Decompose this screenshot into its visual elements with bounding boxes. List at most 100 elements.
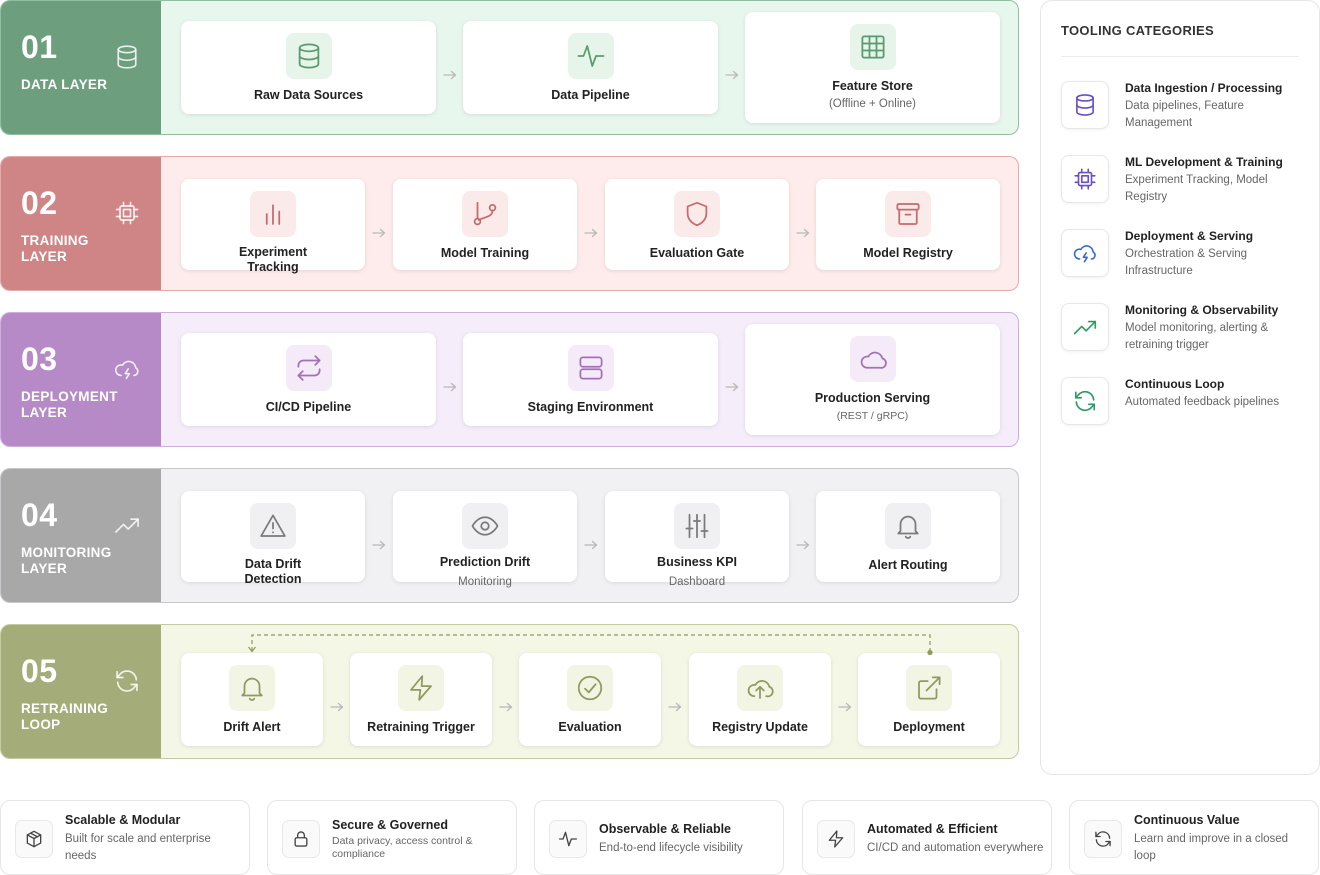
stage-card[interactable]: Data Pipeline (463, 21, 718, 114)
stage-card[interactable]: Production Serving (REST / gRPC) (745, 324, 1000, 435)
category-title: Monitoring & Observability (1125, 303, 1279, 317)
flow-arrow (498, 699, 513, 712)
trending-up-icon (113, 511, 141, 539)
flow-arrow (329, 699, 344, 712)
layer-name: TRAINING LAYER (21, 233, 89, 264)
category-title: Deployment & Serving (1125, 229, 1254, 243)
flow-arrow (795, 225, 810, 238)
refresh-icon (1084, 820, 1122, 858)
feature-description: Built for scale and enterprise needs (65, 833, 211, 862)
zap-icon (398, 665, 444, 711)
layer-name: MONITORING LAYER (21, 545, 112, 576)
feature-title: Observable & Reliable (599, 822, 732, 836)
flow-arrow (442, 379, 457, 392)
feature-title: Automated & Efficient (867, 822, 998, 836)
trending-up-icon (1061, 303, 1109, 351)
flow-arrow (724, 67, 739, 80)
layer-number: 03 (21, 341, 58, 377)
card-title: Experiment Tracking (238, 245, 308, 274)
stage-card[interactable]: Model Registry (816, 179, 1000, 270)
refresh-icon (1061, 377, 1109, 425)
zap-icon (817, 820, 855, 858)
flow-arrow (724, 379, 739, 392)
card-title: Production Serving (814, 391, 931, 405)
layer-body: Raw Data Sources Data Pipeline Feature Sto… (161, 1, 1018, 134)
stage-card[interactable]: Feature Store(Offline + Online) (745, 12, 1000, 123)
server-icon (567, 345, 614, 391)
card-title: Evaluation (558, 720, 622, 734)
stage-card[interactable]: Evaluation (519, 653, 661, 746)
alert-triangle-icon (250, 503, 296, 549)
card-title: Registry Update (712, 720, 808, 734)
layer-name: RETRAINING LOOP (21, 701, 108, 732)
stage-card[interactable]: CI/CD Pipeline (181, 333, 436, 426)
category-description: Data pipelines, Feature Management (1125, 100, 1244, 129)
card-subtitle: (REST / gRPC) (836, 410, 909, 422)
feature-description: CI/CD and automation everywhere (867, 842, 1044, 854)
box-icon (15, 820, 53, 858)
feature-description: Learn and improve in a closed loop (1134, 833, 1289, 862)
category-description: Automated feedback pipelines (1125, 396, 1280, 408)
card-title: Business KPI (657, 555, 737, 569)
card-title: Deployment (893, 720, 965, 734)
chip-icon (1061, 155, 1109, 203)
grid-icon (849, 24, 896, 70)
git-branch-icon (462, 191, 508, 237)
stage-card[interactable]: Raw Data Sources (181, 21, 436, 114)
card-title: Raw Data Sources (253, 88, 364, 102)
stage-card[interactable]: Retraining Trigger (350, 653, 492, 746)
stage-card[interactable]: Alert Routing (816, 491, 1000, 582)
stage-card[interactable]: Evaluation Gate (605, 179, 789, 270)
stage-card[interactable]: Staging Environment (463, 333, 718, 426)
layer-name: DEPLOYMENT LAYER (21, 389, 118, 420)
card-title: Evaluation Gate (649, 246, 745, 260)
stage-card[interactable]: Experiment Tracking (181, 179, 365, 274)
card-title: Staging Environment (527, 400, 654, 414)
stage-card[interactable]: Model Training (393, 179, 577, 270)
category-description: Model monitoring, alerting & retraining … (1125, 322, 1269, 351)
flow-arrow (372, 537, 386, 550)
upload-cloud-icon (737, 665, 783, 711)
card-title: Data Pipeline (551, 88, 630, 102)
repeat-icon (285, 345, 332, 391)
card-title: Feature Store (832, 79, 913, 93)
layer-number: 02 (21, 185, 58, 221)
eye-icon (462, 503, 508, 549)
external-link-icon (906, 665, 952, 711)
category-description: Experiment Tracking, Model Registry (1125, 174, 1268, 203)
stage-card[interactable]: Registry Update (689, 653, 831, 746)
database-icon (285, 33, 332, 79)
tooling-categories-panel: TOOLING CATEGORIES Data Ingestion / Proc… (1040, 0, 1320, 775)
stage-card[interactable]: Deployment (858, 653, 1000, 746)
layer-number: 04 (21, 497, 58, 533)
flow-arrow (584, 225, 598, 238)
category-title: ML Development & Training (1125, 155, 1283, 169)
database-icon (1061, 81, 1109, 129)
stage-card[interactable]: Data Drift Detection (181, 491, 365, 586)
flow-arrow (372, 225, 386, 238)
category-description: Orchestration & Serving Infrastructure (1125, 248, 1248, 277)
stage-card[interactable]: Drift Alert (181, 653, 323, 746)
bell-icon (885, 503, 931, 549)
feature-title: Continuous Value (1134, 813, 1240, 827)
flow-arrow (837, 699, 852, 712)
shield-icon (674, 191, 720, 237)
activity-icon (567, 33, 614, 79)
